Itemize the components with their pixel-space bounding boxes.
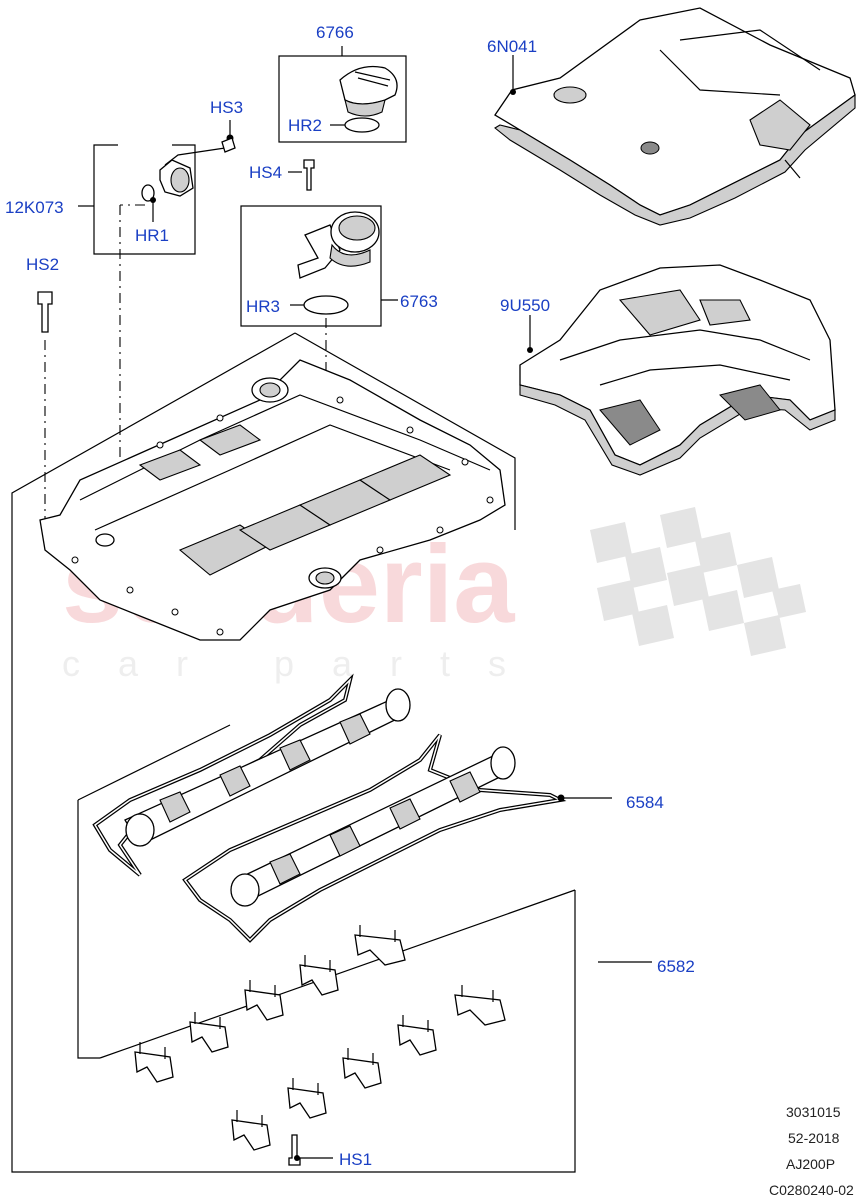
oil-filler-neck-kit-6763[interactable] [240, 205, 398, 327]
label-6766[interactable]: 6766 [316, 23, 354, 42]
label-hs3[interactable]: HS3 [210, 98, 243, 117]
bearing-cap-1 [354, 925, 406, 966]
reference-line-4: C0280240-02 [769, 1182, 854, 1198]
oil-filler-neck[interactable] [297, 211, 380, 279]
outer-frame [11, 332, 576, 1173]
bolt-hs4[interactable] [288, 159, 315, 191]
sensor-kit-12k073[interactable] [78, 144, 226, 255]
label-hs1[interactable]: HS1 [339, 1150, 372, 1169]
watermark-tagline: car parts [62, 643, 544, 684]
checkered-flag-icon [590, 507, 806, 656]
label-9u550[interactable]: 9U550 [500, 296, 550, 315]
oil-filler-cap[interactable] [339, 65, 398, 117]
camshaft-right[interactable] [230, 746, 516, 907]
bearing-cap-8 [342, 1048, 382, 1089]
bearing-cap-9 [287, 1078, 327, 1119]
bearing-cap-4 [189, 1012, 229, 1053]
bearing-cap-5 [134, 1042, 174, 1083]
camshaft-left[interactable] [124, 688, 411, 847]
bearing-cap-2 [299, 955, 339, 996]
bearing-cap-6 [454, 985, 506, 1026]
label-12k073[interactable]: 12K073 [5, 198, 64, 217]
camshaft-cover-gasket-left[interactable] [92, 673, 354, 877]
label-hs4[interactable]: HS4 [249, 163, 282, 182]
gasket-kit-6584[interactable] [77, 673, 612, 1059]
engine-cover-6n041[interactable] [494, 7, 856, 226]
label-hr1[interactable]: HR1 [135, 226, 169, 245]
label-6n041[interactable]: 6N041 [487, 37, 537, 56]
outer-frame-top [294, 332, 516, 530]
reference-line-1: 3031015 [786, 1104, 841, 1120]
callout-labels: 6766 6N041 HS3 HR2 HS4 12K073 HR1 HS2 67… [5, 23, 695, 1169]
bearing-cap-10 [231, 1110, 271, 1151]
reference-line-3: AJ200P [786, 1156, 835, 1172]
bolt-hs1[interactable] [288, 1134, 333, 1166]
reference-block: 3031015 52-2018 AJ200P C0280240-02 [769, 1104, 854, 1198]
label-6584[interactable]: 6584 [626, 793, 664, 812]
label-hr3[interactable]: HR3 [246, 297, 280, 316]
bearing-cap-7 [397, 1015, 437, 1056]
bearing-cap-3 [244, 980, 284, 1021]
reference-line-2: 52-2018 [788, 1130, 840, 1146]
camshaft-housing[interactable] [39, 359, 506, 641]
bolt-hs2[interactable] [37, 291, 53, 520]
label-hs2[interactable]: HS2 [26, 255, 59, 274]
bearing-caps-6582[interactable] [134, 925, 506, 1151]
label-6582[interactable]: 6582 [657, 957, 695, 976]
camshaft-sensor[interactable] [159, 147, 226, 197]
label-6763[interactable]: 6763 [400, 292, 438, 311]
acoustic-cover-9u550[interactable] [519, 264, 836, 476]
label-hr2[interactable]: HR2 [288, 116, 322, 135]
bolt-hs3[interactable] [221, 120, 236, 153]
oil-cap-kit-6766[interactable] [278, 46, 407, 143]
